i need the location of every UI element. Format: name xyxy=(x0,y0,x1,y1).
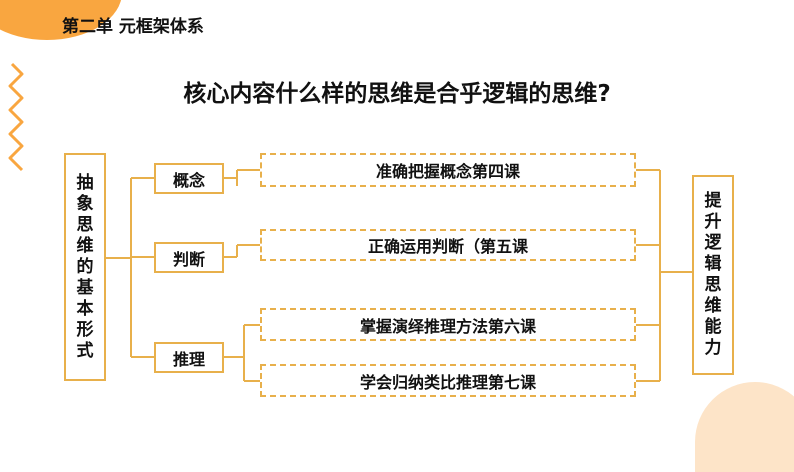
left-box-char: 本 xyxy=(76,298,94,319)
lesson-four-box: 准确把握概念第四课 xyxy=(260,153,636,187)
left-box-char: 维 xyxy=(76,235,94,256)
left-box-char: 抽 xyxy=(76,172,94,193)
improve-logical-thinking-box: 提 升 逻 辑 思 维 能 力 xyxy=(692,175,734,375)
right-box-char: 辑 xyxy=(704,254,722,274)
right-box-char: 力 xyxy=(704,338,722,358)
concept-box: 概念 xyxy=(154,163,224,194)
decorative-wave-icon xyxy=(8,62,24,172)
right-box-char: 升 xyxy=(704,212,722,232)
left-box-char: 思 xyxy=(76,214,94,235)
connector-lines xyxy=(106,169,692,382)
unit-title: 第二单 元框架体系 xyxy=(62,17,204,37)
page-title: 核心内容什么样的思维是合乎逻辑的思维? xyxy=(183,81,611,107)
abstract-thinking-forms-box: 抽 象 思 维 的 基 本 形 式 xyxy=(64,153,106,381)
lesson-five-box: 正确运用判断（第五课 xyxy=(260,229,636,261)
right-box-char: 思 xyxy=(704,275,722,295)
right-box-char: 能 xyxy=(704,317,722,337)
left-box-char: 基 xyxy=(76,277,94,298)
right-box-char: 提 xyxy=(704,191,722,211)
left-box-char: 的 xyxy=(76,256,94,277)
left-box-char: 式 xyxy=(76,340,94,361)
judgment-box: 判断 xyxy=(154,242,224,273)
reasoning-box: 推理 xyxy=(154,342,224,373)
right-box-char: 逻 xyxy=(704,233,722,253)
lesson-seven-box: 学会归纳类比推理第七课 xyxy=(260,364,636,397)
right-box-char: 维 xyxy=(704,296,722,316)
lesson-six-box: 掌握演绎推理方法第六课 xyxy=(260,308,636,341)
left-box-char: 象 xyxy=(76,193,94,214)
left-box-char: 形 xyxy=(76,319,94,340)
